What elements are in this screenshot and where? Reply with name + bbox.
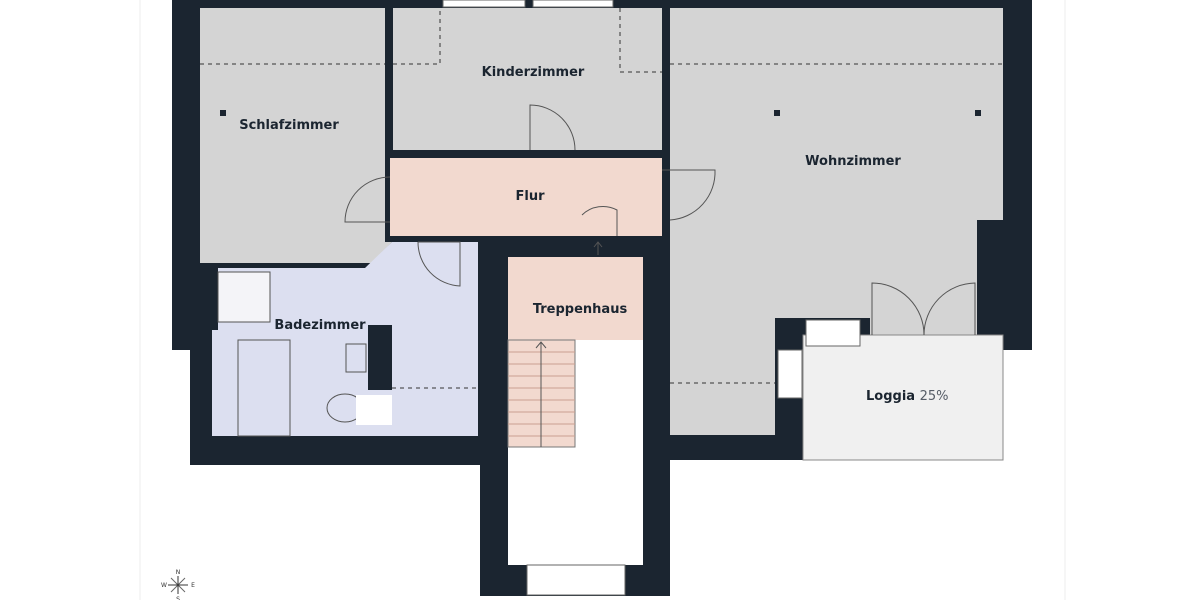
window [442,0,526,8]
label-flur: Flur [515,189,545,204]
sink [345,343,367,373]
label-wohnzimmer: Wohnzimmer [805,154,901,169]
label-treppenhaus: Treppenhaus [533,302,628,317]
room-wohnzimmer [670,8,1003,435]
room-schlafzimmer [200,8,392,263]
label-kinderzimmer: Kinderzimmer [482,65,585,80]
room-badezimmer [212,242,478,436]
room-kinderzimmer [393,8,662,150]
shower [217,271,271,323]
loggia-percentage: 25% [920,389,949,404]
svg-text:N: N [176,569,181,576]
svg-text:S: S [176,596,180,600]
room-loggia [802,334,1004,461]
doors [344,104,976,336]
svg-text:W: W [161,582,167,589]
window [532,0,614,8]
column-marker [220,110,226,116]
compass-icon: N W E S [161,569,195,600]
label-schlafzimmer: Schlafzimmer [239,118,339,133]
svg-text:E: E [191,582,195,589]
window [526,564,626,596]
bathtub [237,339,291,437]
label-loggia: Loggia 25% [866,389,949,404]
stairs [507,339,576,448]
room-treppenhaus [508,257,643,340]
label-badezimmer: Badezimmer [274,318,366,333]
